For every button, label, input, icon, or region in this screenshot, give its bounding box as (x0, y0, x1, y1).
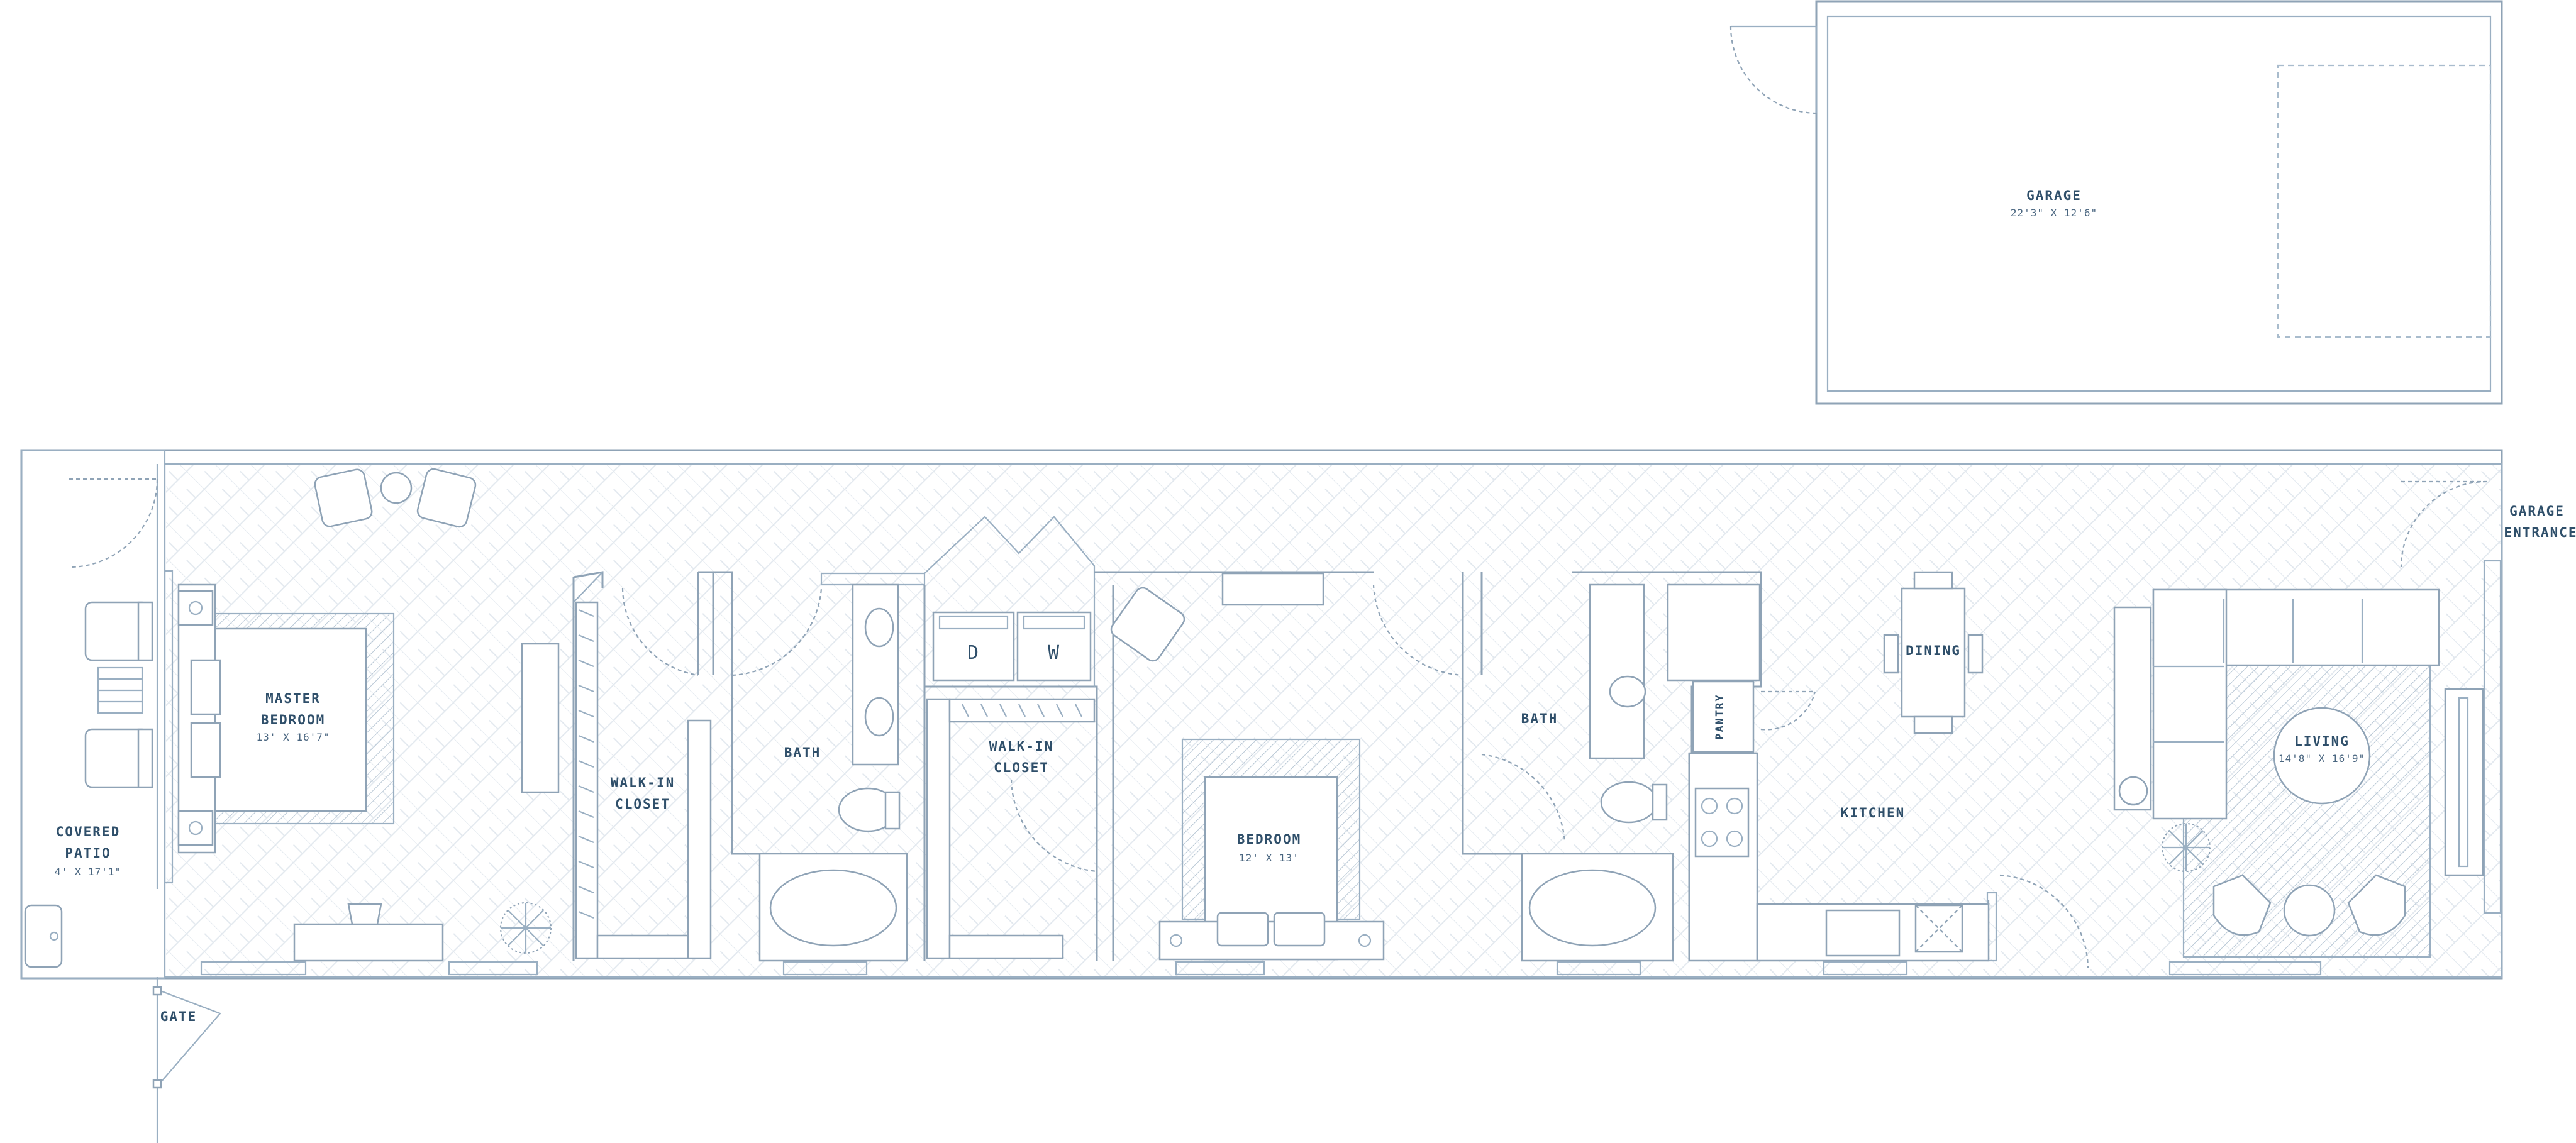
dresser (521, 643, 560, 793)
covered-patio-label-2: PATIO (65, 846, 111, 861)
garage-label: GARAGE (2026, 188, 2082, 203)
master-bed (214, 627, 367, 812)
bath-1-fixtures (758, 583, 1092, 962)
dining-label: DINING (1906, 643, 1961, 658)
bath-2-fixtures (1521, 583, 1761, 962)
dishwasher (1914, 904, 1963, 953)
dining-table (1901, 587, 1966, 718)
toilet-icon (1600, 781, 1658, 824)
covered-patio-area (20, 449, 166, 980)
accent-table (2283, 884, 2336, 937)
garage-dimensions: 22'3" X 12'6" (2011, 207, 2097, 219)
stove (1694, 787, 1750, 858)
sink-icon (864, 697, 894, 737)
walk-in-closet-1-label: WALK-IN (611, 775, 675, 790)
master-bedroom-dimensions: 13' X 16'7" (257, 731, 330, 743)
sink-icon (864, 607, 894, 648)
accent-chair (2212, 874, 2272, 936)
sink-icon (1609, 675, 1646, 708)
gate-swing (157, 988, 221, 1087)
bath-2-label: BATH (1521, 711, 1558, 726)
window (200, 961, 307, 976)
walk-in-closet-2-label: WALK-IN (989, 739, 1054, 754)
kitchen-label: KITCHEN (1841, 805, 1906, 820)
bedroom-label: BEDROOM (1237, 832, 1302, 847)
armchair (1110, 587, 1185, 662)
bed-headboard (177, 583, 216, 854)
washer-label: W (1048, 642, 1060, 664)
side-table (380, 472, 413, 504)
nightstand (177, 590, 214, 626)
covered-patio-dimensions: 4' X 17'1" (55, 866, 121, 878)
gate-label: GATE (160, 1009, 197, 1024)
walk-in-closet-1-fixtures (573, 572, 712, 959)
window (448, 961, 538, 976)
sink-icon (1825, 909, 1901, 957)
dryer (932, 611, 1015, 682)
walk-in-closet-2-fixtures (926, 698, 1096, 959)
garage-door-swing (1729, 26, 1817, 114)
living-label: LIVING (2294, 734, 2350, 749)
armchair (416, 468, 477, 528)
walk-in-closet-2-label-2: CLOSET (994, 760, 1049, 775)
living-furniture (2113, 588, 2484, 958)
master-bedroom-label-2: BEDROOM (261, 712, 326, 727)
patio-door-swing (69, 478, 158, 568)
window (2168, 961, 2322, 976)
window (1175, 961, 1265, 976)
bath-1-label: BATH (784, 745, 821, 760)
garage-entrance-label: GARAGE (2509, 504, 2565, 519)
bedroom-dimensions: 12' X 13' (1239, 852, 1299, 864)
garage-door-outline (2277, 64, 2492, 338)
window (782, 961, 868, 976)
accent-chair (2347, 874, 2406, 936)
garage-entrance-door-swing (2400, 480, 2487, 568)
window (1823, 961, 1908, 976)
patio-window (164, 570, 174, 884)
tv-console (2444, 688, 2484, 876)
covered-patio-label: COVERED (56, 824, 121, 839)
garage-area (1729, 0, 2503, 405)
sectional-chaise (2152, 588, 2228, 820)
plant-icon (2162, 823, 2211, 872)
kitchen-fixtures (1688, 571, 1990, 962)
window (1556, 961, 1641, 976)
linen-closet (1667, 583, 1761, 682)
nightstand (177, 810, 214, 846)
plant-icon (500, 902, 552, 954)
headboard (1158, 920, 1385, 961)
armchair (314, 468, 373, 527)
grill (24, 904, 63, 968)
master-bedroom-furniture (24, 468, 560, 968)
pantry (1692, 680, 1755, 753)
living-dimensions: 14'8" X 16'9" (2279, 753, 2365, 765)
bench (293, 923, 444, 962)
vanity (1589, 583, 1645, 759)
garage-entrance-label-2: ENTRANCE (2504, 525, 2576, 540)
walk-in-closet-1-label-2: CLOSET (615, 797, 670, 812)
room-labels: GARAGE 22'3" X 12'6" GARAGE ENTRANCE COV… (55, 188, 2576, 1024)
master-bedroom-label: MASTER (265, 691, 321, 706)
dryer-label: D (967, 642, 980, 664)
coffee-table (2273, 707, 2371, 805)
pantry-label: PANTRY (1714, 693, 1726, 739)
bedroom-furniture (1110, 572, 1385, 961)
washer (1016, 611, 1092, 682)
side-console (2113, 606, 2152, 811)
desk (1221, 572, 1324, 606)
